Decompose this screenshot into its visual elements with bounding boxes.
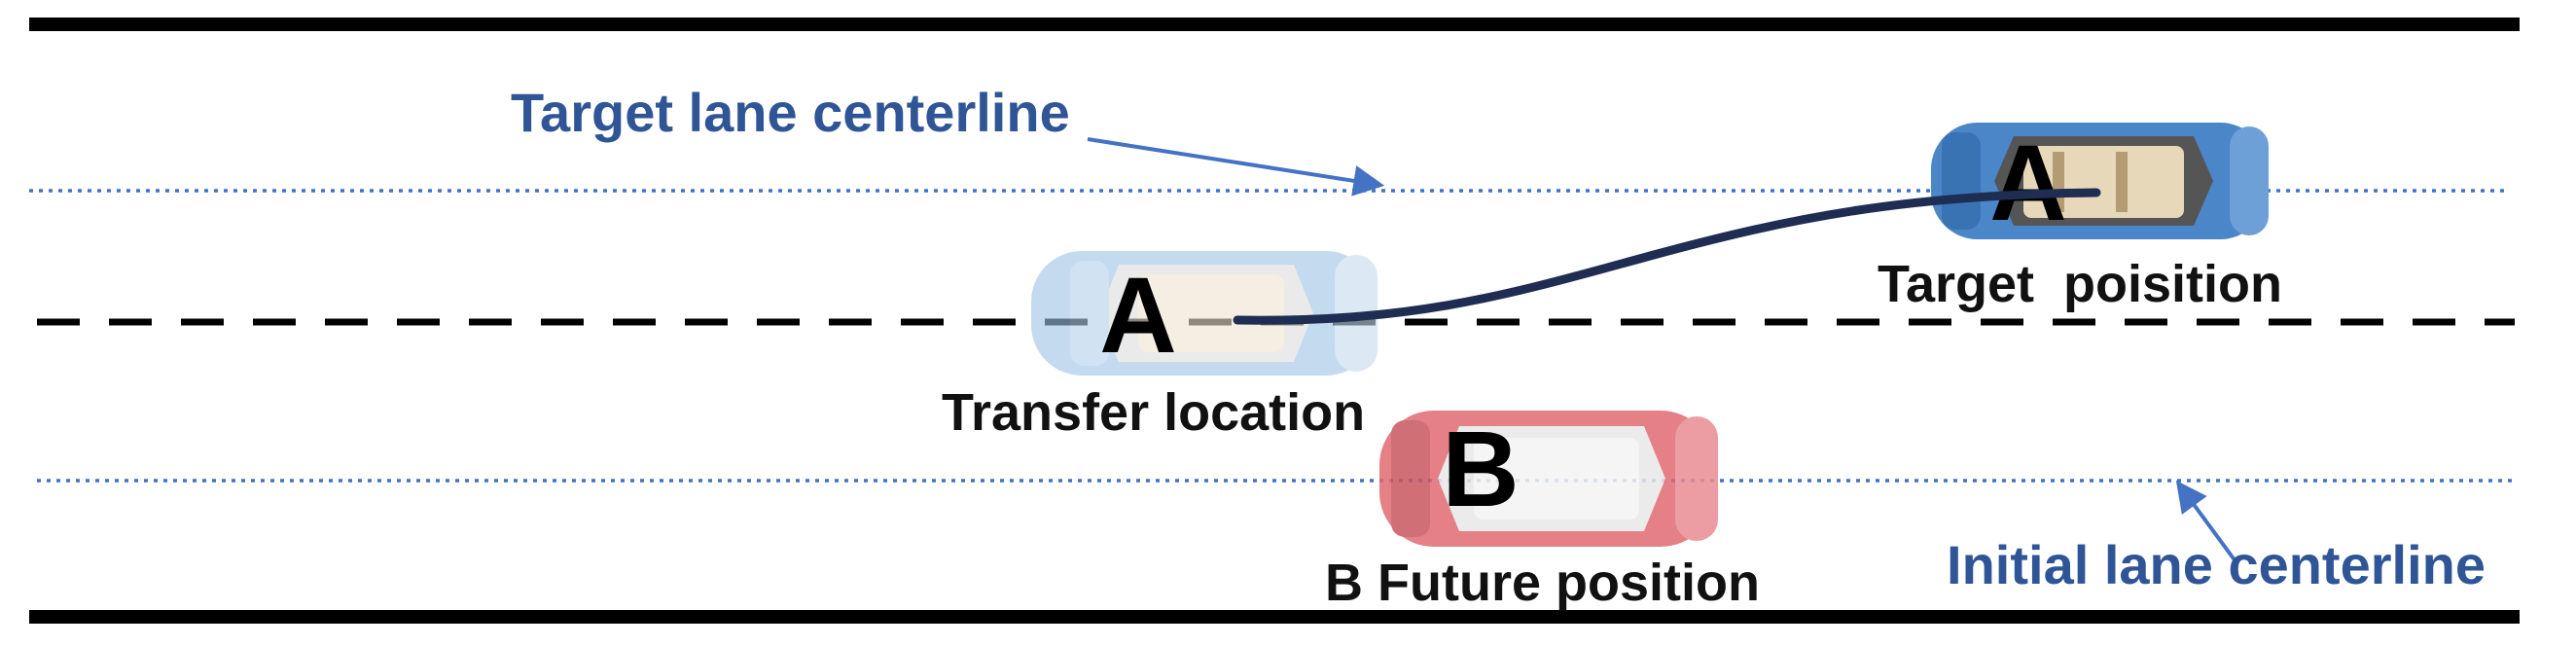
- initial-lane-pointer-arrow: [2175, 480, 2237, 563]
- target-lane-label: Target lane centerline: [511, 82, 1070, 143]
- car-a-target: [1931, 123, 2269, 239]
- transfer-location-label: Transfer location: [942, 383, 1365, 442]
- initial-lane-label: Initial lane centerline: [1947, 534, 2486, 595]
- car-a-target-letter: A: [1989, 124, 2066, 243]
- car-a-transfer: [1031, 251, 1377, 376]
- car-a-transfer-letter: A: [1099, 256, 1176, 376]
- car-b-future-letter: B: [1442, 410, 1519, 529]
- road-bottom-edge: [29, 610, 2520, 624]
- lane-change-trajectory: [1233, 188, 2101, 325]
- future-position-label: B Future position: [1325, 554, 1760, 612]
- road-top-edge: [29, 18, 2520, 31]
- target-lane-pointer-arrow: [1087, 137, 1385, 197]
- car-b-future: [1379, 411, 1718, 547]
- target-position-label: Target poisition: [1878, 255, 2282, 313]
